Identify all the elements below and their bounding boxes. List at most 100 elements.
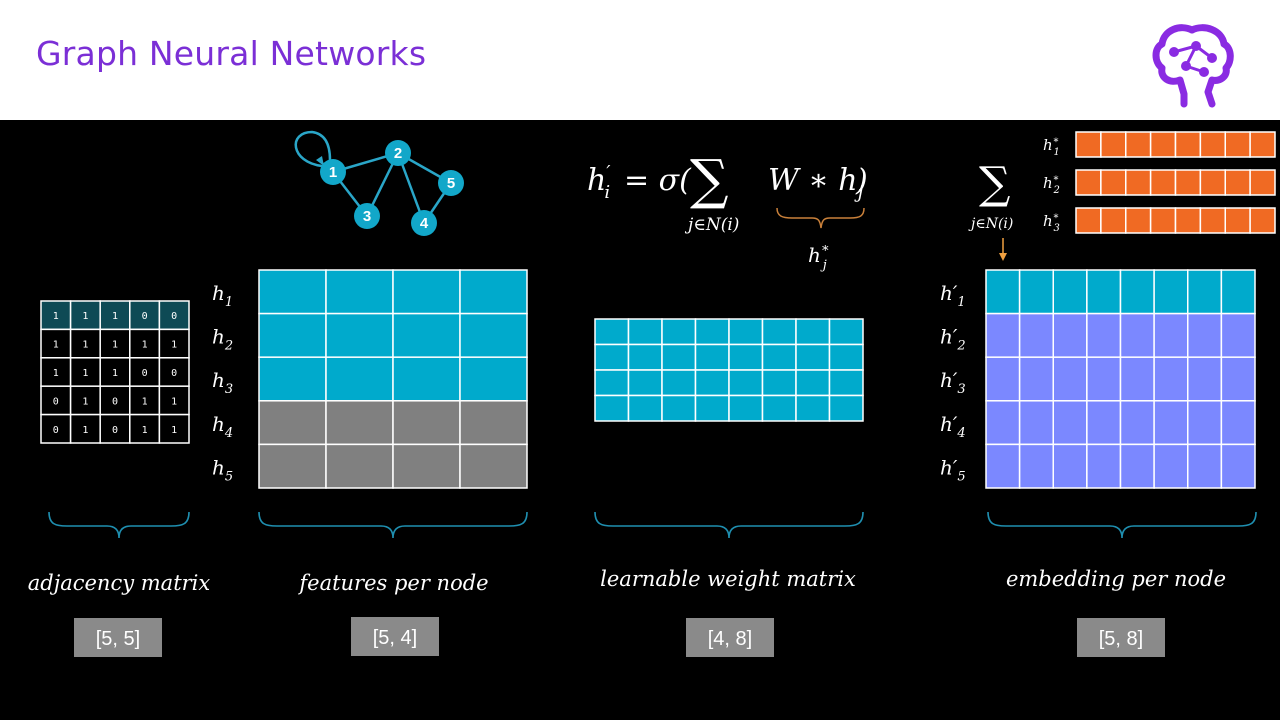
graph-node-5 xyxy=(438,170,464,196)
shape-embedding: [5, 8] xyxy=(1077,618,1165,657)
feature-row-label: h1 xyxy=(212,281,233,310)
weight-cell xyxy=(594,343,630,371)
transformed-cell xyxy=(1125,207,1152,234)
graph-node-label: 1 xyxy=(329,164,337,181)
formula-brace-label: h∗j xyxy=(808,241,830,273)
weight-cell xyxy=(694,343,730,371)
weight-cell xyxy=(828,343,864,371)
weight-cell xyxy=(761,318,797,346)
feature-cell xyxy=(325,400,394,446)
caption-embedding: embedding per node xyxy=(1006,567,1226,591)
feature-cell xyxy=(258,400,327,446)
embedding-cell xyxy=(1187,400,1223,446)
adjacency-value: 0 xyxy=(112,425,118,436)
embedding-cell xyxy=(1119,443,1155,489)
weight-cell xyxy=(761,369,797,397)
weight-cell xyxy=(594,369,630,397)
embedding-cell xyxy=(1153,269,1189,315)
transformed-cell xyxy=(1100,207,1127,234)
section-brace xyxy=(258,511,528,539)
adjacency-cell xyxy=(129,357,161,387)
embedding-cell xyxy=(1153,312,1189,358)
adjacency-cell xyxy=(99,413,131,444)
embedding-row-label: h′5 xyxy=(940,455,966,484)
feature-cell xyxy=(459,443,528,489)
weight-cell xyxy=(828,369,864,397)
transformed-cell xyxy=(1199,169,1226,196)
graph-node-4 xyxy=(411,210,437,236)
feature-cell xyxy=(258,312,327,358)
shape-adjacency-label: [5, 5] xyxy=(96,628,140,650)
embedding-cell xyxy=(1220,400,1256,446)
brain-circuit-icon xyxy=(1152,24,1234,108)
embedding-row-label: h′3 xyxy=(940,368,966,397)
weight-cell xyxy=(795,369,831,397)
weight-cell xyxy=(594,394,630,422)
weight-cell xyxy=(661,318,697,346)
formula-sum-subscript: j∈N(i) xyxy=(684,215,739,235)
embedding-cell xyxy=(1086,269,1122,315)
adjacency-value: 1 xyxy=(82,340,88,351)
adjacency-cell xyxy=(69,385,101,416)
formula-sum-symbol: ∑ xyxy=(690,148,729,211)
transformed-cell xyxy=(1100,169,1127,196)
embedding-cell xyxy=(1220,356,1256,402)
transformed-cell xyxy=(1149,131,1177,158)
feature-row-label: h2 xyxy=(212,325,233,354)
transformed-cell xyxy=(1075,169,1102,196)
adjacency-value: 0 xyxy=(53,425,59,436)
feature-cell xyxy=(325,356,394,402)
adjacency-value: 1 xyxy=(142,340,148,351)
header-bar: Graph Neural Networks xyxy=(0,0,1280,120)
feature-cell xyxy=(258,356,327,402)
transformed-cell xyxy=(1125,131,1152,158)
embedding-row-label: h′1 xyxy=(940,281,966,310)
embedding-cell xyxy=(1052,269,1088,315)
weight-cell xyxy=(694,318,730,346)
weight-cell xyxy=(795,318,831,346)
weight-cell xyxy=(627,394,663,422)
adjacency-value: 1 xyxy=(112,340,118,351)
embedding-cell xyxy=(985,312,1021,358)
graph-node-2 xyxy=(385,140,411,166)
feature-cell xyxy=(392,400,461,446)
embedding-cell xyxy=(1187,269,1223,315)
transformed-cell xyxy=(1149,169,1177,196)
adjacency-value: 1 xyxy=(171,340,177,351)
graph-node-label: 2 xyxy=(394,145,402,162)
embedding-cell xyxy=(1119,400,1155,446)
adjacency-value: 1 xyxy=(53,311,59,322)
weight-cell xyxy=(661,369,697,397)
transformed-row-label: h∗3 xyxy=(1043,211,1060,234)
embedding-sum-subscript: j∈N(i) xyxy=(968,216,1013,232)
embedding-cell xyxy=(985,400,1021,446)
feature-cell xyxy=(392,443,461,489)
graph-node-1 xyxy=(320,159,346,185)
adjacency-cell xyxy=(158,385,190,416)
adjacency-cell xyxy=(158,328,190,359)
adjacency-value: 0 xyxy=(142,368,148,379)
graph-node-3 xyxy=(354,203,380,229)
embedding-cell xyxy=(1119,269,1155,315)
feature-cell xyxy=(258,269,327,315)
graph-node-label: 3 xyxy=(363,208,371,225)
weight-cell xyxy=(728,318,764,346)
embedding-row-labels: h′1h′2h′3h′4h′5 xyxy=(940,281,966,484)
weight-cell xyxy=(694,394,730,422)
page-title: Graph Neural Networks xyxy=(36,34,427,73)
embedding-cell xyxy=(1187,356,1223,402)
embedding-cell xyxy=(1018,443,1054,489)
transformed-row-label: h∗2 xyxy=(1043,173,1060,196)
adjacency-value: 1 xyxy=(82,368,88,379)
embedding-sum: ∑ j∈N(i) xyxy=(968,158,1013,261)
formula-lhs: h′i xyxy=(587,162,610,203)
adjacency-cell xyxy=(129,413,161,444)
transformed-cell xyxy=(1149,207,1177,234)
adjacency-cell xyxy=(158,357,190,387)
embedding-cell xyxy=(1086,312,1122,358)
adjacency-value: 1 xyxy=(142,425,148,436)
transformed-cell xyxy=(1249,131,1276,158)
weight-cell xyxy=(761,394,797,422)
